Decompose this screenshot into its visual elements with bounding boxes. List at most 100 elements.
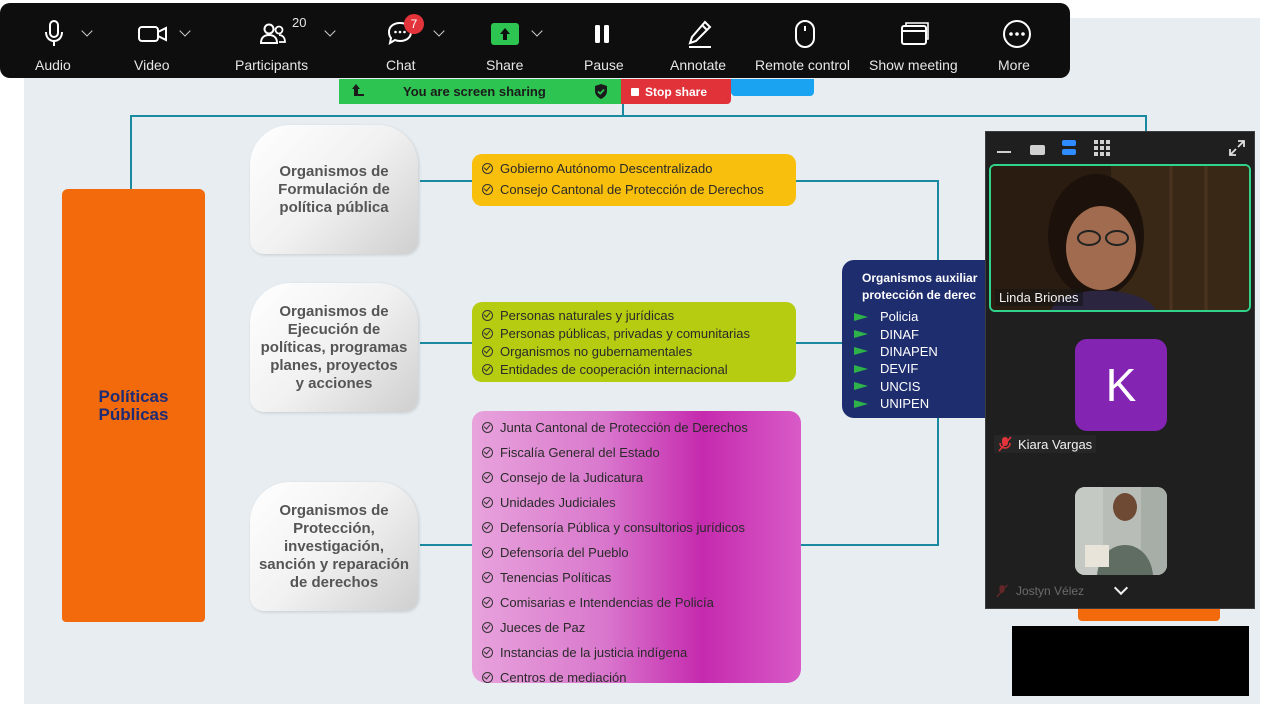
check-circle-icon: [482, 327, 493, 339]
check-circle-icon: [482, 647, 493, 658]
screen-sharing-bar[interactable]: You are screen sharing: [339, 79, 621, 104]
list-item: Entidades de cooperación internacional: [482, 360, 786, 378]
auxiliary-item: DEVIF: [854, 360, 1002, 377]
list-item: Personas naturales y jurídicas: [482, 306, 786, 324]
check-circle-icon: [482, 422, 493, 433]
flag-icon: [854, 330, 868, 339]
flag-icon: [854, 364, 868, 373]
auxiliary-item: UNCIS: [854, 378, 1002, 395]
participant-name-row: Kiara Vargas: [994, 435, 1097, 453]
video-tile-active-speaker[interactable]: Linda Briones: [989, 164, 1251, 312]
check-circle-icon: [482, 522, 493, 533]
share-button[interactable]: Share: [480, 3, 530, 78]
participants-icon: [256, 17, 290, 51]
video-panel: Linda Briones K Kiara Vargas Jostyn Véle…: [985, 131, 1255, 609]
black-overlay: [1012, 626, 1249, 696]
participants-label: Participants: [235, 57, 309, 73]
meeting-toolbar: Audio Video Participants 20 Chat 7 Share: [0, 3, 1070, 78]
auxiliary-item-text: UNCIS: [880, 378, 921, 394]
list-item-text: Centros de mediación: [500, 670, 627, 685]
list-item-text: Consejo Cantonal de Protección de Derech…: [500, 182, 764, 197]
more-button[interactable]: More: [992, 3, 1042, 78]
list-item-text: Unidades Judiciales: [500, 495, 616, 510]
participant-avatar: K: [1075, 339, 1167, 431]
expand-icon[interactable]: [1228, 139, 1246, 157]
check-circle-icon: [482, 572, 493, 583]
list-item-text: Jueces de Paz: [500, 620, 586, 635]
list-item-text: Fiscalía General del Estado: [500, 445, 660, 460]
audio-button[interactable]: Audio: [22, 3, 86, 78]
list-item: Comisarias e Intendencias de Policía: [482, 590, 791, 615]
connector-line: [796, 342, 843, 344]
share-label: Share: [486, 57, 524, 73]
participants-button[interactable]: Participants: [234, 3, 316, 78]
check-circle-icon: [482, 163, 493, 174]
video-tile-participant[interactable]: [1075, 487, 1167, 575]
list-item-text: Defensoría Pública y consultorios jurídi…: [500, 520, 745, 535]
minimize-icon[interactable]: [997, 151, 1011, 153]
participants-count: 20: [292, 15, 307, 30]
list-item: Defensoría Pública y consultorios jurídi…: [482, 515, 791, 540]
list-item-text: Personas públicas, privadas y comunitari…: [500, 325, 751, 341]
list-item: Gobierno Autónomo Descentralizado: [482, 158, 786, 179]
list-item: Consejo Cantonal de Protección de Derech…: [482, 179, 786, 200]
more-label: More: [998, 57, 1030, 73]
auxiliary-item-text: Policia: [880, 309, 919, 325]
category-title: Organismos de Protección, investigación,…: [258, 501, 410, 591]
list-item: Defensoría del Pueblo: [482, 540, 791, 565]
category-formulation: Organismos de Formulación de política pú…: [250, 125, 418, 254]
participant-name-row: Jostyn Vélez: [996, 584, 1084, 598]
stop-icon: [631, 87, 639, 96]
auxiliary-title: Organismos auxiliar protección de derec: [862, 271, 978, 302]
check-circle-icon: [482, 472, 493, 483]
gallery-grid-icon[interactable]: [1094, 140, 1110, 156]
share-screen-icon: [488, 17, 522, 51]
check-circle-icon: [482, 447, 493, 458]
flag-icon: [854, 382, 868, 391]
microphone-icon: [37, 17, 71, 51]
category-execution: Organismos de Ejecución de políticas, pr…: [250, 283, 418, 412]
participant-name: Jostyn Vélez: [1016, 584, 1085, 598]
pause-button[interactable]: Pause: [578, 3, 628, 78]
speaker-view-icon[interactable]: [1030, 145, 1045, 155]
list-item: Tenencias Políticas: [482, 565, 791, 590]
connector-line: [1145, 115, 1147, 135]
list-item-text: Personas naturales y jurídicas: [500, 307, 675, 323]
check-circle-icon: [482, 363, 493, 375]
list-item-text: Consejo de la Judicatura: [500, 470, 644, 485]
pause-label: Pause: [584, 57, 624, 73]
flag-icon: [854, 312, 868, 321]
list-item: Instancias de la justicia indígena: [482, 640, 791, 665]
pause-icon: [585, 17, 619, 51]
show-meeting-button[interactable]: Show meeting: [866, 3, 964, 78]
video-button[interactable]: Video: [120, 3, 184, 78]
check-circle-icon: [482, 184, 493, 195]
flag-icon: [854, 399, 868, 408]
category-title: Organismos de Formulación de política pú…: [278, 162, 390, 216]
auxiliary-item: Policia: [854, 308, 1002, 325]
participant-video-feed: [991, 166, 1249, 310]
list-item: Organismos no gubernamentales: [482, 342, 786, 360]
share-options-chevron-icon[interactable]: [531, 25, 543, 37]
list-item: Fiscalía General del Estado: [482, 440, 791, 465]
chat-options-chevron-icon[interactable]: [433, 25, 445, 37]
connector-line: [130, 115, 1146, 117]
auxiliary-item-text: UNIPEN: [880, 396, 930, 412]
sharing-arrow-icon: [352, 84, 364, 96]
auxiliary-item: UNIPEN: [854, 395, 1002, 412]
connector-line: [420, 544, 472, 546]
participant-name: Kiara Vargas: [1018, 436, 1093, 452]
strip-view-icon[interactable]: [1062, 140, 1076, 156]
scroll-down-chevron-icon[interactable]: [1113, 580, 1129, 596]
share-info-tab[interactable]: [731, 79, 814, 96]
audio-label: Audio: [35, 57, 71, 73]
list-item-text: Comisarias e Intendencias de Policía: [500, 595, 714, 610]
remote-control-button[interactable]: Remote control: [754, 3, 858, 78]
annotate-button[interactable]: Annotate: [666, 3, 732, 78]
stop-share-button[interactable]: Stop share: [621, 79, 731, 104]
remote-control-label: Remote control: [755, 57, 850, 73]
video-camera-icon: [136, 17, 170, 51]
pencil-icon: [683, 17, 717, 51]
participants-options-chevron-icon[interactable]: [324, 25, 336, 37]
